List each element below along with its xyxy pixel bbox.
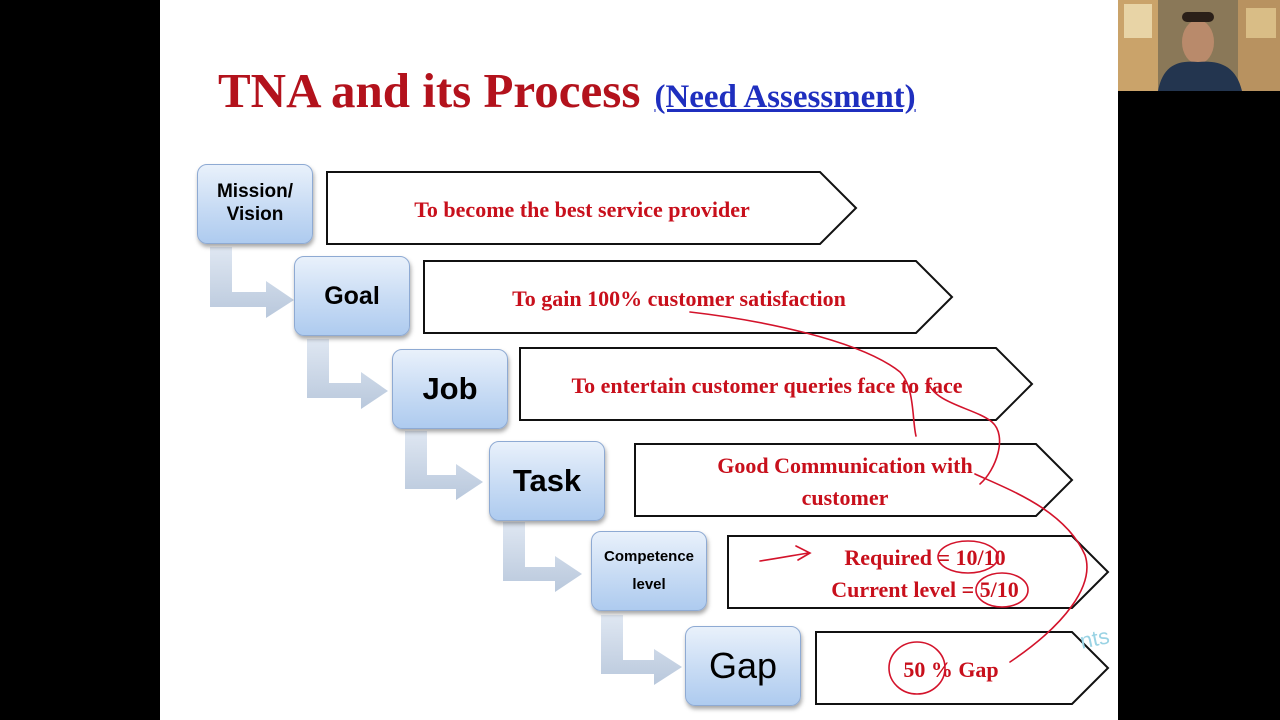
step-label: Goal: [324, 282, 380, 310]
content-box-job: [519, 347, 1034, 421]
slide-title-text: TNA and its Process: [218, 63, 641, 118]
ink-long-curve: [974, 473, 1088, 663]
step-task: Task: [489, 441, 605, 521]
presenter-video-frame: [1118, 0, 1280, 91]
job-text: To entertain customer queries face to fa…: [571, 373, 963, 398]
required-level-text: Required = 10/10: [844, 545, 1006, 570]
slide: TNA and its Process (Need Assessment) Mi…: [160, 0, 1118, 720]
ink-circle-50: [888, 641, 946, 695]
connector-arrow-3: [405, 431, 483, 500]
annotation-ink: [689, 311, 1088, 695]
connector-arrow-1: [210, 247, 294, 318]
step-competence-level: Competence level: [591, 531, 707, 611]
step-label: Job: [422, 371, 478, 407]
step-label: Mission/ Vision: [216, 181, 293, 225]
step-mission-vision: Mission/ Vision: [197, 164, 313, 244]
step-job: Job: [392, 349, 508, 429]
mission-text: To become the best service provider: [414, 197, 750, 222]
gap-text: 50 % Gap: [903, 657, 999, 682]
process-diagram-shapes: [210, 171, 1110, 705]
step-label: Gap: [708, 645, 778, 687]
current-level-text: Current level = 5/10: [831, 577, 1019, 602]
step-gap: Gap: [685, 626, 801, 706]
content-box-competence: [727, 535, 1110, 609]
content-box-mission: [326, 171, 858, 245]
connector-arrow-4: [503, 522, 582, 592]
need-assessment-link[interactable]: (Need Assessment): [654, 79, 916, 115]
step-label: Competence level: [603, 548, 695, 593]
task-text: Good Communication with customer: [717, 453, 973, 510]
connector-arrow-5: [601, 615, 682, 685]
step-label: Task: [512, 463, 582, 499]
ink-circle-10-10: [937, 540, 999, 574]
step-goal: Goal: [294, 256, 410, 336]
presenter-webcam: [1118, 0, 1280, 91]
goal-text: To gain 100% customer satisfaction: [512, 286, 846, 311]
content-box-goal: [423, 260, 954, 334]
ink-circle-5-10: [975, 572, 1029, 608]
ink-hook: [927, 381, 1001, 485]
content-box-task: [634, 443, 1074, 517]
ink-curve-job: [689, 311, 917, 437]
connector-arrow-2: [307, 339, 388, 409]
slide-title: TNA and its Process (Need Assessment): [218, 62, 916, 119]
ink-arrow-required: [759, 545, 812, 562]
content-box-gap: [815, 631, 1110, 705]
